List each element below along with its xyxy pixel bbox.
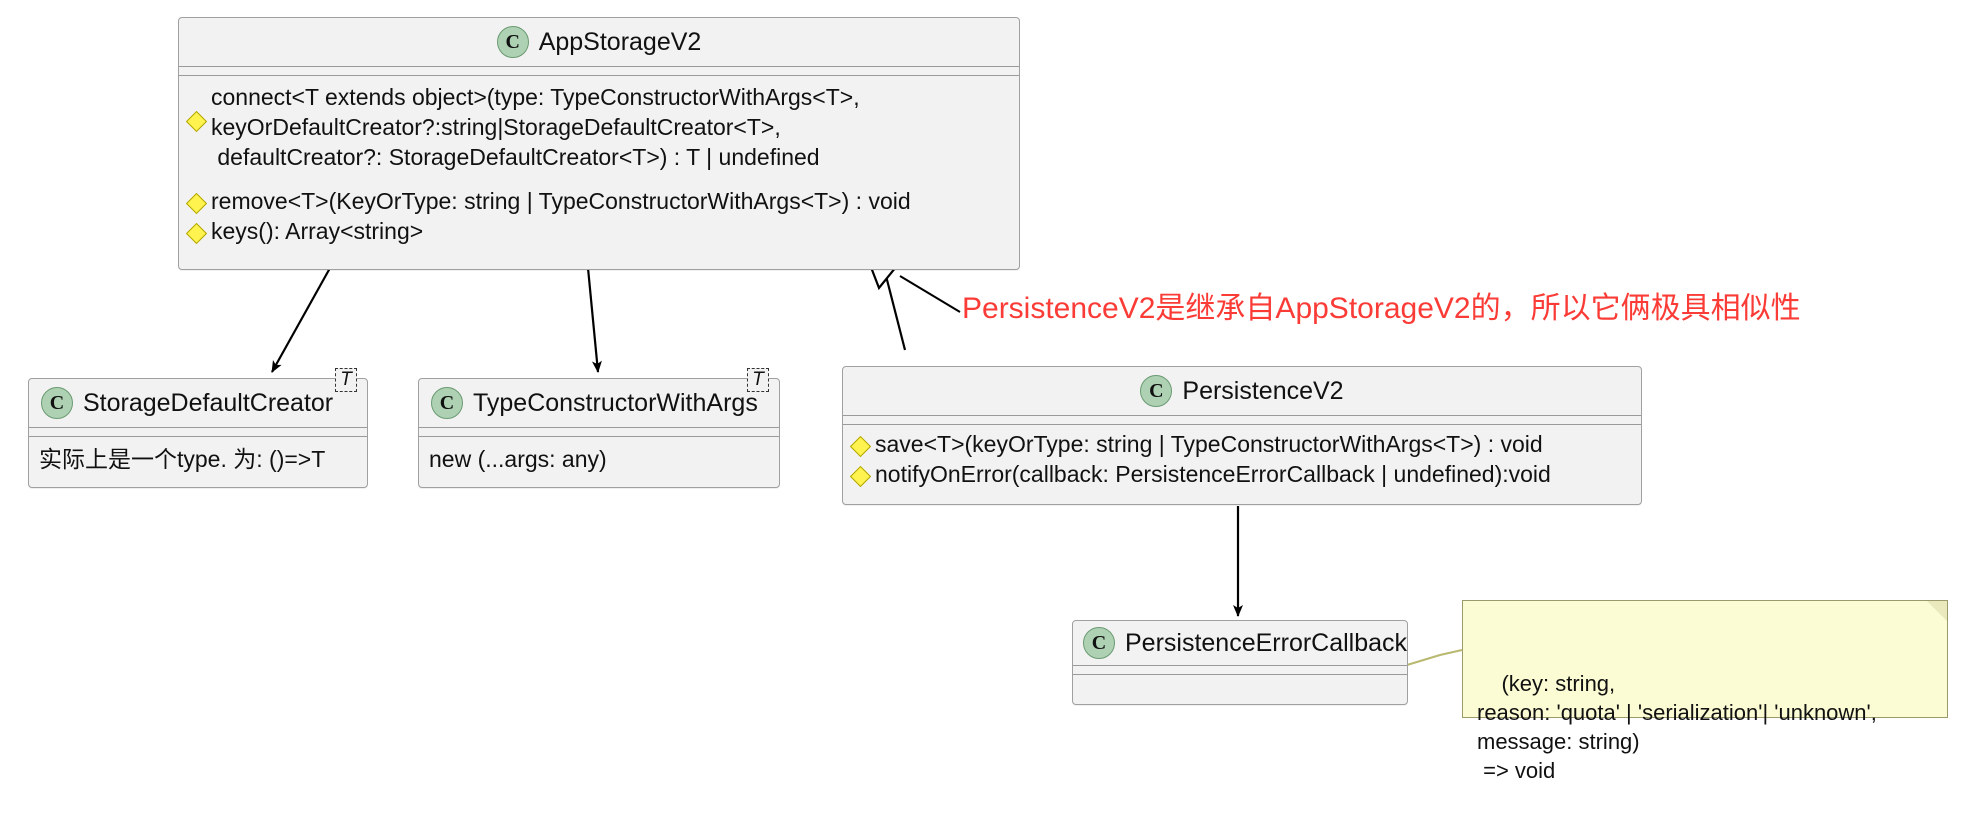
class-section-divider [29,427,367,437]
class-body-text: new (...args: any) [429,446,607,472]
class-methods-app-storage-v2: connect<T extends object>(type: TypeCons… [179,76,1019,255]
note-text: (key: string, reason: 'quota' | 'seriali… [1477,671,1877,784]
class-section-divider [1073,665,1407,675]
class-stereotype-icon: C [496,26,529,58]
note-fold-corner-icon [1927,601,1947,621]
diagram-canvas: C AppStorageV2 connect<T extends object>… [28,17,1948,783]
method-marker-icon [185,222,208,244]
class-body-persistence-error-callback [1073,675,1407,679]
method-row: notifyOnError(callback: PersistenceError… [849,460,1631,490]
method-row: keys(): Array<string> [185,217,1009,247]
method-signature: keys(): Array<string> [211,217,424,244]
class-header-type-constructor-with-args: C TypeConstructorWithArgs [419,379,779,427]
class-title: AppStorageV2 [538,27,702,56]
class-header-app-storage-v2: C AppStorageV2 [179,18,1019,66]
class-app-storage-v2[interactable]: C AppStorageV2 connect<T extends object>… [178,17,1020,270]
method-marker-icon [849,435,872,458]
class-stereotype-icon: C [1140,375,1173,407]
class-persistence-v2[interactable]: C PersistenceV2 save<T>(keyOrType: strin… [842,366,1642,505]
class-header-persistence-v2: C PersistenceV2 [843,367,1641,415]
class-title: PersistenceV2 [1182,376,1344,405]
class-section-divider [419,427,779,437]
method-row: remove<T>(KeyOrType: string | TypeConstr… [185,187,1009,217]
class-body-text: 实际上是一个type. 为: ()=>T [39,446,326,472]
type-parameter-badge: T [335,368,357,392]
class-section-divider [843,415,1641,425]
class-body-storage-default-creator: 实际上是一个type. 为: ()=>T [29,437,367,484]
class-header-persistence-error-callback: C PersistenceErrorCallback [1073,621,1407,665]
method-signature: notifyOnError(callback: PersistenceError… [875,460,1551,487]
class-section-divider [179,66,1019,76]
class-stereotype-icon: C [1083,627,1115,659]
method-signature: connect<T extends object>(type: TypeCons… [211,84,860,170]
spacer [189,173,1009,187]
class-storage-default-creator[interactable]: T C StorageDefaultCreator 实际上是一个type. 为:… [28,368,368,488]
class-stereotype-icon: C [431,387,463,419]
class-header-storage-default-creator: C StorageDefaultCreator [29,379,367,427]
class-stereotype-icon: C [41,387,73,419]
class-methods-persistence-v2: save<T>(keyOrType: string | TypeConstruc… [843,425,1641,499]
annotation-inheritance-note: PersistenceV2是继承自AppStorageV2的，所以它俩极具相似性 [962,292,1801,325]
method-marker-icon [185,192,208,214]
class-type-constructor-with-args[interactable]: T C TypeConstructorWithArgs new (...args… [418,368,780,488]
class-title: TypeConstructorWithArgs [473,388,758,417]
note-persistence-error-callback-signature: (key: string, reason: 'quota' | 'seriali… [1462,600,1948,783]
method-signature: remove<T>(KeyOrType: string | TypeConstr… [211,187,911,214]
type-parameter-badge: T [747,368,769,392]
method-row: connect<T extends object>(type: TypeCons… [185,83,1009,173]
class-title: StorageDefaultCreator [83,388,334,417]
method-marker-icon [185,110,208,133]
class-title: PersistenceErrorCallback [1125,628,1408,657]
method-signature: save<T>(keyOrType: string | TypeConstruc… [875,431,1543,457]
method-row: save<T>(keyOrType: string | TypeConstruc… [849,430,1631,460]
class-body-type-constructor-with-args: new (...args: any) [419,437,779,484]
method-marker-icon [849,465,872,487]
class-persistence-error-callback[interactable]: C PersistenceErrorCallback [1072,620,1408,705]
